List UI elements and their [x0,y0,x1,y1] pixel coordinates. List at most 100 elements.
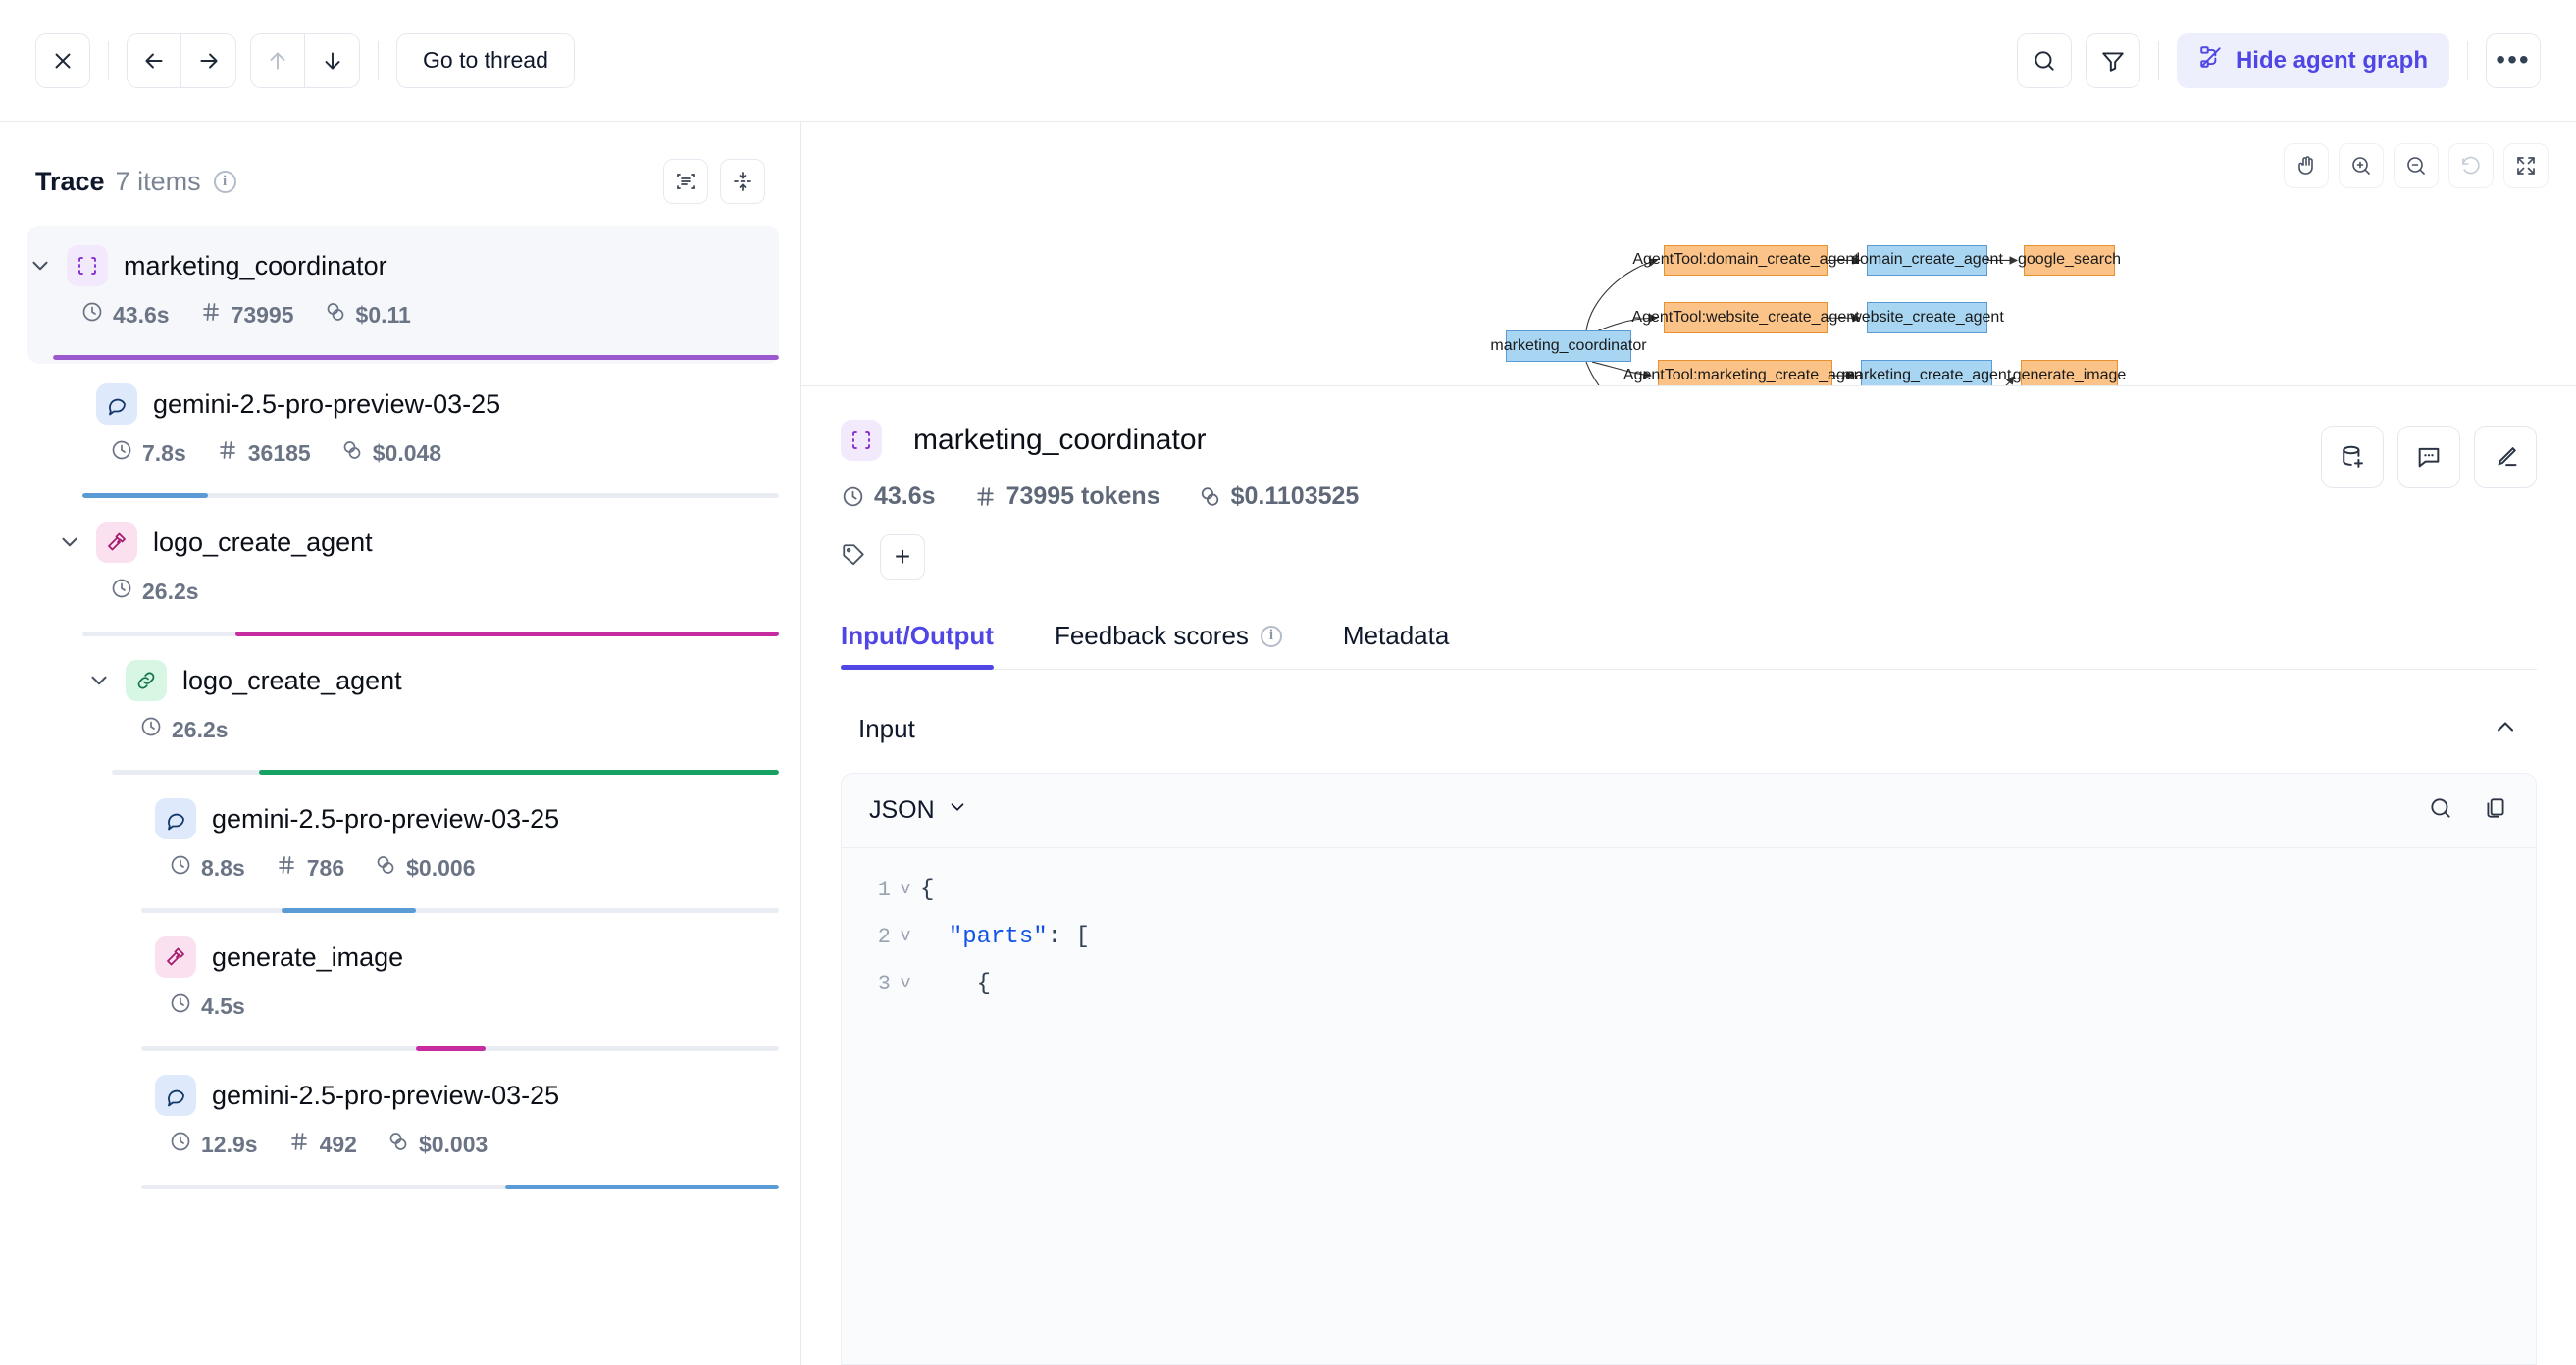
zoom-out-icon[interactable] [2394,143,2439,188]
detail-title-row: marketing_coordinator [841,420,1359,461]
reset-view-icon[interactable] [2448,143,2494,188]
zoom-in-icon[interactable] [2339,143,2384,188]
json-search-icon[interactable] [2428,795,2453,826]
graph-node[interactable]: website_create_agent [1850,302,2004,334]
tab-metadata[interactable]: Metadata [1343,621,1449,669]
json-line-text: { [920,970,992,997]
chevron-up-icon[interactable] [2492,713,2519,745]
trace-item-name: gemini-2.5-pro-preview-03-25 [153,388,501,419]
back-button[interactable] [127,32,181,88]
collapse-rows-icon[interactable] [720,159,765,204]
detail-duration-value: 43.6s [874,482,936,510]
trace-tree-item-row: gemini-2.5-pro-preview-03-25 [116,798,779,839]
graph-node-label: generate_image [2012,367,2127,384]
link-chain-icon [126,660,167,701]
trace-item-tokens: 73995 [199,300,294,329]
trace-item-name: gemini-2.5-pro-preview-03-25 [212,1080,560,1110]
json-line-text: "parts": [ [948,923,1090,950]
span-detail-panel: marketing_coordinator 43.6s 73995 tokens [801,386,2576,1365]
comment-icon[interactable] [2397,426,2460,488]
fullscreen-icon[interactable] [2503,143,2549,188]
go-to-thread-button[interactable]: Go to thread [396,32,575,88]
filter-icon[interactable] [2085,32,2140,88]
trace-item-duration-bar-fill [282,908,416,913]
graph-node[interactable]: AgentTool:marketing_create_agent [1623,360,1867,385]
graph-node[interactable]: AgentTool:domain_create_agent [1632,244,1859,277]
trace-tree-item-row: logo_create_agent [86,660,779,701]
chevron-down-icon [947,796,968,825]
close-button[interactable] [35,32,90,88]
info-icon[interactable]: i [1260,625,1282,647]
info-icon[interactable]: i [213,170,236,193]
clock-icon [169,853,192,883]
trace-item-duration: 12.9s [169,1130,258,1159]
input-section-header[interactable]: Input [841,670,2537,745]
text-wrap-icon[interactable] [663,159,708,204]
trace-item-duration: 4.5s [169,991,245,1021]
hash-icon [275,853,298,883]
trace-item-duration: 43.6s [80,300,170,329]
trace-tree-item-row: marketing_coordinator [27,245,779,286]
json-fold-caret[interactable]: v [900,927,911,946]
detail-tags-row: + [841,534,1359,580]
toolbar-right-group: Hide agent graph ••• [2016,32,2541,88]
forward-button[interactable] [181,32,236,88]
edit-pencil-icon[interactable] [2474,426,2537,488]
search-icon[interactable] [2016,32,2072,88]
trace-item-duration: 26.2s [110,577,199,606]
graph-node[interactable]: domain_create_agent [1851,244,2003,277]
graph-node[interactable]: generate_image [2013,360,2126,385]
agent-graph[interactable]: marketing_coordinator AgentTool:domain_cr… [801,122,2576,386]
previous-row-button[interactable] [250,32,305,88]
next-row-button[interactable] [305,32,360,88]
trace-item-name: gemini-2.5-pro-preview-03-25 [212,803,560,834]
graph-node[interactable]: marketing_create_agent [1842,360,2011,385]
json-copy-icon[interactable] [2483,795,2508,826]
trace-item-count: 7 items [115,166,201,196]
graph-node[interactable]: AgentTool:website_create_agent [1631,302,1860,334]
json-line-text: { [920,876,935,903]
hide-agent-graph-label: Hide agent graph [2235,46,2428,74]
graph-node-label: AgentTool:domain_create_agent [1632,251,1859,269]
hide-agent-graph-button[interactable]: Hide agent graph [2176,32,2449,88]
more-options-button[interactable]: ••• [2486,32,2541,88]
json-fold-caret[interactable]: v [900,880,911,899]
trace-item-duration: 8.8s [169,853,245,883]
add-to-dataset-icon[interactable] [2321,426,2384,488]
chevron-down-icon[interactable] [86,668,112,693]
hash-icon [287,1130,311,1159]
graph-node[interactable]: google_search [2018,244,2121,277]
json-line-number: 1 [877,877,891,902]
tab-input-output[interactable]: Input/Output [841,621,994,670]
input-section-label: Input [858,714,915,743]
json-format-label: JSON [869,796,935,824]
pan-hand-icon[interactable] [2284,143,2329,188]
trace-item-tokens: 786 [275,853,344,883]
trace-item-metrics: 26.2s [110,577,779,606]
add-tag-button[interactable]: + [880,534,925,580]
chevron-down-icon[interactable] [57,530,82,555]
trace-tree-item-row: gemini-2.5-pro-preview-03-25 [57,383,779,425]
chevron-down-icon[interactable] [27,253,53,278]
trace-item-duration-bar [82,632,779,636]
llm-chat-icon [155,1075,196,1116]
json-format-select[interactable]: JSON [869,796,968,825]
graph-node[interactable]: marketing_coordinator [1490,330,1647,363]
json-fold-caret[interactable]: v [900,974,911,993]
